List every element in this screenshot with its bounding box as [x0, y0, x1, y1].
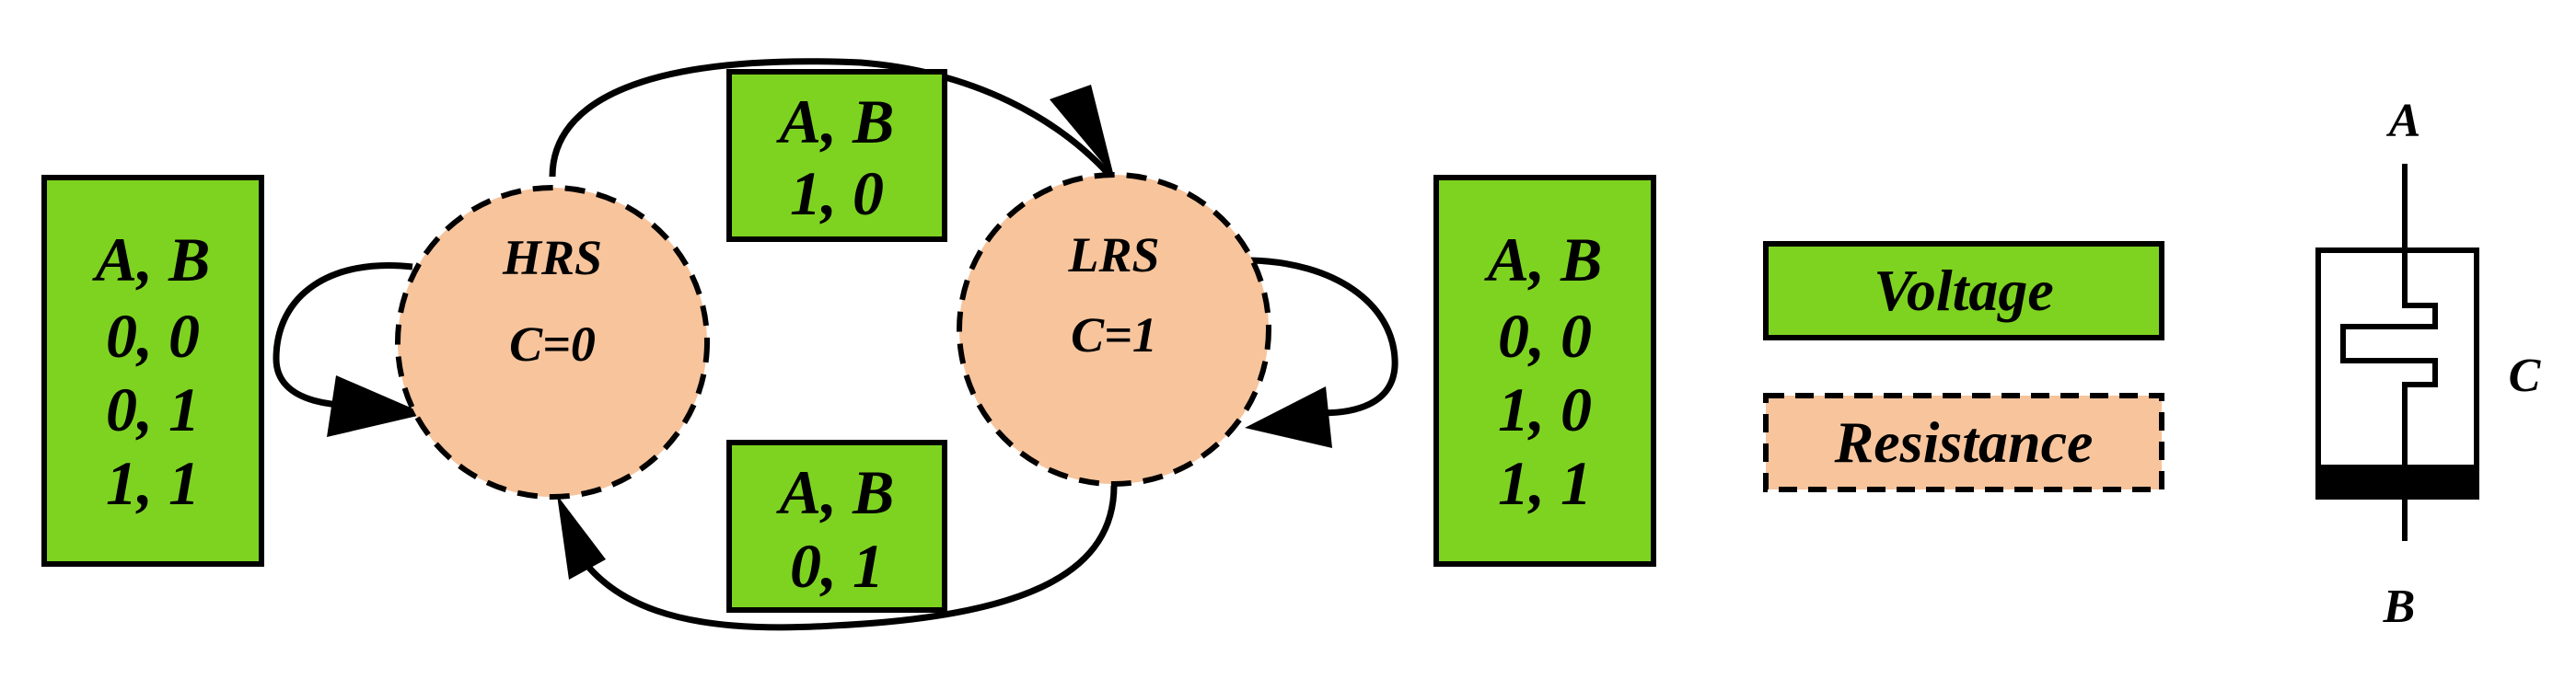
arrowhead-self-loop-hrs [327, 375, 425, 437]
voltage-box-lrs-self-row-1: 0, 0 [1498, 301, 1592, 371]
state-lrs-value: C=1 [1071, 307, 1157, 363]
voltage-box-lrs-self: A, B 0, 0 1, 0 1, 1 [1433, 175, 1656, 567]
symbol-polarity-band [2318, 465, 2477, 497]
voltage-box-lrs-to-hrs: A, B 0, 1 [726, 440, 947, 613]
voltage-box-hrs-self-row-2: 0, 1 [106, 374, 200, 444]
voltage-box-hrs-to-lrs-rect [726, 69, 947, 242]
voltage-box-lrs-self-row-3: 1, 1 [1498, 448, 1592, 518]
state-lrs: LRS C=1 [957, 172, 1271, 487]
voltage-box-hrs-self-header: A, B [92, 224, 211, 294]
voltage-box-lrs-self-header: A, B [1484, 224, 1603, 294]
state-hrs-name: HRS [502, 230, 602, 285]
state-lrs-circle [957, 172, 1271, 487]
legend-resistance-swatch [1763, 393, 2164, 492]
terminal-c-label: C [2509, 350, 2542, 402]
legend-resistance-label: Resistance [1834, 409, 2094, 475]
voltage-box-hrs-self-rect [41, 175, 264, 567]
transition-arc-lrs-to-hrs [563, 485, 1118, 631]
transition-arc-hrs-to-lrs [549, 58, 1112, 178]
symbol-zigzag [2340, 250, 2438, 465]
arrowhead-lrs-to-hrs [557, 495, 606, 580]
voltage-box-hrs-self-row-1: 0, 0 [106, 301, 200, 371]
voltage-box-lrs-self-row-2: 1, 0 [1498, 374, 1592, 444]
voltage-box-hrs-to-lrs-header: A, B [776, 86, 895, 156]
state-lrs-name: LRS [1067, 227, 1159, 282]
voltage-box-hrs-to-lrs-row-1: 1, 0 [790, 158, 884, 228]
terminal-b-label: B [2383, 581, 2416, 633]
arrowhead-self-loop-lrs [1245, 386, 1332, 448]
arrowhead-hrs-to-lrs [1050, 85, 1114, 177]
legend: Voltage Resistance [1763, 241, 2164, 492]
voltage-box-hrs-self: A, B 0, 0 0, 1 1, 1 [41, 175, 264, 567]
voltage-box-lrs-self-rect [1433, 175, 1656, 567]
state-hrs: HRS C=0 [395, 185, 710, 500]
voltage-box-lrs-to-hrs-rect [726, 440, 947, 613]
state-hrs-circle [395, 185, 710, 500]
voltage-box-lrs-to-hrs-row-1: 0, 1 [790, 531, 884, 601]
memristor-symbol: A B C [2315, 95, 2542, 633]
voltage-box-lrs-to-hrs-header: A, B [776, 457, 895, 527]
legend-voltage-label: Voltage [1874, 258, 2054, 323]
symbol-body [2315, 247, 2479, 500]
voltage-box-hrs-self-row-3: 1, 1 [106, 448, 200, 518]
terminal-a-label: A [2386, 95, 2421, 147]
state-hrs-value: C=0 [509, 316, 596, 372]
self-loop-lrs [1249, 257, 1398, 417]
legend-voltage-swatch [1763, 241, 2164, 340]
voltage-box-hrs-to-lrs: A, B 1, 0 [726, 69, 947, 242]
